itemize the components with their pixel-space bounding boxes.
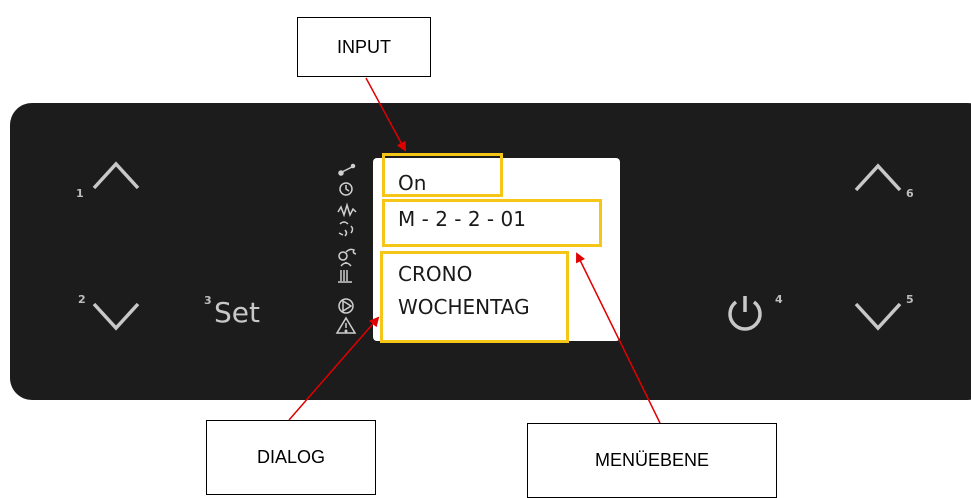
callout-menu-level: MENÜEBENE <box>527 423 777 498</box>
button-number-1: 1 <box>76 187 84 200</box>
up-right-button[interactable] <box>850 160 906 194</box>
down-left-button[interactable] <box>88 300 144 334</box>
chevron-up-icon <box>854 163 902 192</box>
down-right-button[interactable] <box>850 300 906 334</box>
button-number-2: 2 <box>78 293 86 306</box>
button-number-3: 3 <box>204 294 212 307</box>
button-number-6: 6 <box>906 187 914 200</box>
power-icon <box>728 296 762 331</box>
chevron-down-icon <box>854 302 902 331</box>
up-left-button[interactable] <box>88 158 144 192</box>
chevron-up-icon <box>92 161 140 190</box>
callout-dialog-label: DIALOG <box>256 447 326 467</box>
highlight-dialog <box>380 251 569 343</box>
callout-input: INPUT <box>297 17 431 77</box>
highlight-menu-level <box>382 199 602 247</box>
callout-dialog: DIALOG <box>206 420 376 495</box>
display-line-input: On <box>398 171 427 195</box>
display-line-dialog-1: CRONO <box>398 262 473 286</box>
callout-menu-level-label: MENÜEBENE <box>594 450 710 470</box>
display-line-dialog-2: WOCHENTAG <box>398 295 530 319</box>
set-button[interactable]: 3 Set <box>202 292 282 336</box>
button-number-4: 4 <box>775 293 783 306</box>
callout-input-label: INPUT <box>337 36 391 57</box>
chevron-down-icon <box>92 302 140 331</box>
display-line-menu-level: M - 2 - 2 - 01 <box>398 207 526 231</box>
set-button-label: Set <box>214 296 260 329</box>
highlight-input <box>382 153 503 197</box>
button-number-5: 5 <box>906 293 914 306</box>
power-button[interactable] <box>722 290 772 340</box>
